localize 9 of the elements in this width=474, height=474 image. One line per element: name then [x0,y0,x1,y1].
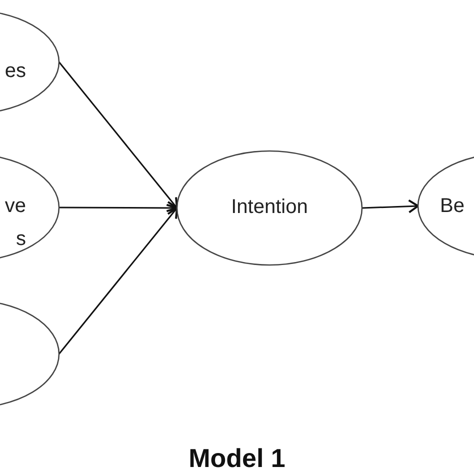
arrow [362,199,419,214]
node-label: es [4,59,26,84]
arrow [58,62,178,209]
arrow [59,200,178,215]
node-label: ve s [4,194,26,252]
arrow [58,207,178,354]
figure-caption: Model 1 [188,443,286,473]
node-label: Intention [230,195,309,220]
node-label: Be [440,194,464,219]
